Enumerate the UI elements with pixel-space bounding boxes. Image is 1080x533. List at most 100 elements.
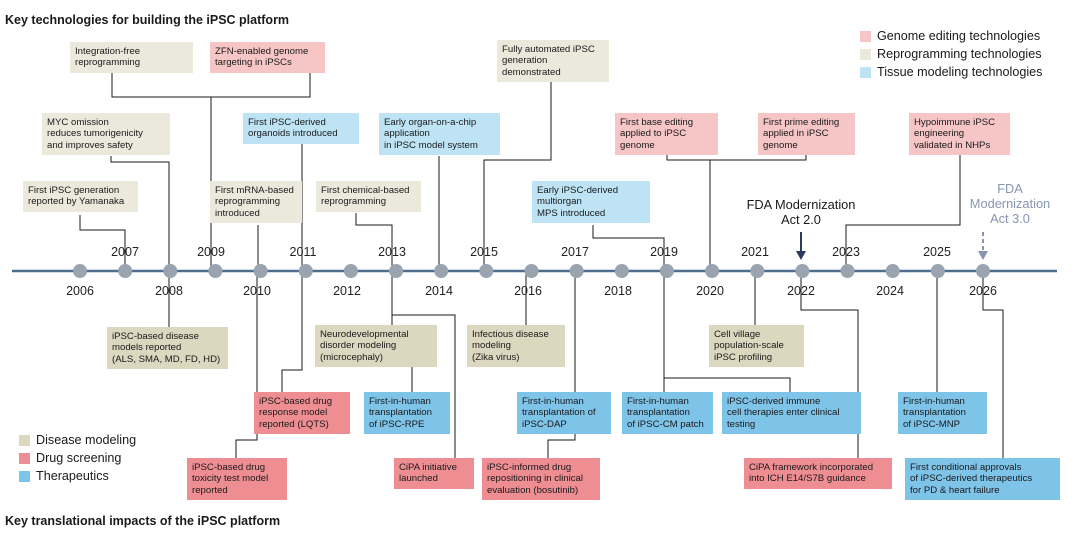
- line: transplantation of: [522, 407, 596, 419]
- line: First-in-human: [522, 396, 584, 407]
- line: iPSC-based disease: [112, 331, 199, 342]
- impact-ipsc-dap-transplant: First-in-human transplantation of iPSC-D…: [517, 392, 611, 435]
- connector-2007-2009: [111, 72, 311, 98]
- line: reported (LQTS): [259, 418, 329, 430]
- year-2016: 2016: [514, 284, 542, 298]
- year-2021: 2021: [741, 245, 769, 259]
- year-node-2008: [163, 264, 178, 278]
- year-2026: 2026: [969, 284, 997, 298]
- line: Integration-free: [75, 46, 141, 57]
- year-node-2018: [614, 264, 629, 278]
- disease-swatch: [19, 434, 30, 446]
- line: in iPSC model system: [384, 139, 478, 151]
- line: First chemical-based: [321, 185, 410, 196]
- connector-2023: [845, 155, 961, 271]
- line: First base editing: [620, 117, 694, 128]
- legend-genome-label: Genome editing technologies: [877, 29, 1041, 43]
- year-2023: 2023: [832, 245, 860, 259]
- year-node-2025: [930, 264, 945, 278]
- line: of iPSC-RPE: [369, 418, 425, 430]
- line: First-in-human: [627, 396, 689, 407]
- year-2010: 2010: [243, 284, 271, 298]
- line: demonstrated: [502, 66, 561, 78]
- year-node-2011: [298, 264, 313, 278]
- line: transplantation: [627, 407, 690, 419]
- year-2024: 2024: [876, 284, 904, 298]
- line: testing: [727, 418, 756, 430]
- line: reported: [192, 484, 228, 496]
- year-2015: 2015: [470, 245, 498, 259]
- year-node-2007: [118, 264, 133, 278]
- impact-ipsc-cm-patch-transplant: First-in-human transplantation of iPSC-C…: [622, 392, 713, 435]
- line: engineering: [914, 128, 965, 140]
- year-nodes: [73, 264, 990, 278]
- line: First mRNA-based: [215, 185, 294, 196]
- year-node-2009: [208, 264, 223, 278]
- line: Early organ-on-a-chip: [384, 117, 477, 128]
- line: toxicity test model: [192, 473, 269, 485]
- year-node-2022: [795, 264, 810, 278]
- legend-tissue-label: Tissue modeling technologies: [877, 65, 1043, 79]
- year-2011: 2011: [289, 245, 317, 259]
- legend-disease-label: Disease modeling: [36, 433, 137, 447]
- year-2020: 2020: [696, 284, 724, 298]
- event-mrna-reprogramming: First mRNA-based reprogramming introduce…: [210, 181, 302, 224]
- line: and improves safety: [47, 139, 133, 151]
- year-node-2023: [840, 264, 855, 278]
- event-organoids-introduced: First iPSC-derived organoids introduced: [243, 113, 359, 144]
- connector-r2013: [392, 314, 456, 458]
- line: generation: [502, 55, 548, 67]
- fda-current-line1: FDA Modernization: [746, 197, 856, 212]
- line: application: [384, 128, 430, 140]
- year-2012: 2012: [333, 284, 361, 298]
- line: iPSC profiling: [714, 351, 773, 363]
- year-2017: 2017: [561, 245, 589, 259]
- year-node-2014: [434, 264, 449, 278]
- line: reported by Yamanaka: [28, 196, 125, 208]
- top-heading: Key technologies for building the iPSC p…: [5, 13, 290, 27]
- line: validated in NHPs: [914, 139, 991, 151]
- event-first-prime-editing: First prime editing applied in iPSC geno…: [758, 113, 855, 156]
- year-2006: 2006: [66, 284, 94, 298]
- line: reprogramming: [321, 196, 387, 208]
- impact-cipa-initiative: CiPA initiative launched: [394, 458, 474, 489]
- impact-cipa-framework: CiPA framework incorporated into ICH E14…: [744, 458, 892, 489]
- line: transplantation: [369, 407, 432, 419]
- year-node-2024: [885, 264, 900, 278]
- fda-future-line1: FDA: [997, 181, 1023, 196]
- impact-drug-toxicity-model: iPSC-based drug toxicity test model repo…: [187, 458, 287, 501]
- connector-2019: [592, 225, 665, 271]
- connector-2008: [110, 156, 170, 271]
- line: MYC omission: [47, 117, 109, 128]
- connector-2020: [666, 155, 807, 161]
- genome-swatch: [860, 30, 871, 42]
- legend-therapeutics-label: Therapeutics: [36, 469, 109, 483]
- line: CiPA framework incorporated: [749, 462, 874, 473]
- line: targeting in iPSCs: [215, 57, 292, 69]
- line: disorder modeling: [320, 340, 397, 352]
- year-2008: 2008: [155, 284, 183, 298]
- line: CiPA initiative: [399, 462, 457, 473]
- line: Hypoimmune iPSC: [914, 117, 996, 128]
- line: genome: [763, 139, 798, 151]
- legend-disease: Disease modeling: [19, 433, 136, 447]
- event-zfn-genome-targeting: ZFN-enabled genome targeting in iPSCs: [210, 42, 325, 73]
- impact-cell-village: Cell village population-scale iPSC profi…: [709, 325, 804, 368]
- line: First-in-human: [903, 396, 965, 407]
- line: Neurodevelopmental: [320, 329, 409, 340]
- line: response model: [259, 407, 328, 419]
- line: of iPSC-derived therapeutics: [910, 473, 1033, 485]
- line: population-scale: [714, 340, 784, 352]
- connector-r2022: [800, 271, 859, 458]
- year-node-2021: [750, 264, 765, 278]
- year-2025: 2025: [923, 245, 951, 259]
- line: organoids introduced: [248, 128, 338, 140]
- year-node-2012: [343, 264, 358, 278]
- fda-modernization-act-3-label: FDA Modernization Act 3.0: [955, 181, 1065, 226]
- line: First iPSC-derived: [248, 117, 326, 128]
- line: for PD & heart failure: [910, 484, 1000, 496]
- line: Early iPSC-derived: [537, 185, 619, 196]
- line: First-in-human: [369, 396, 431, 407]
- line: iPSC-informed drug: [487, 462, 572, 473]
